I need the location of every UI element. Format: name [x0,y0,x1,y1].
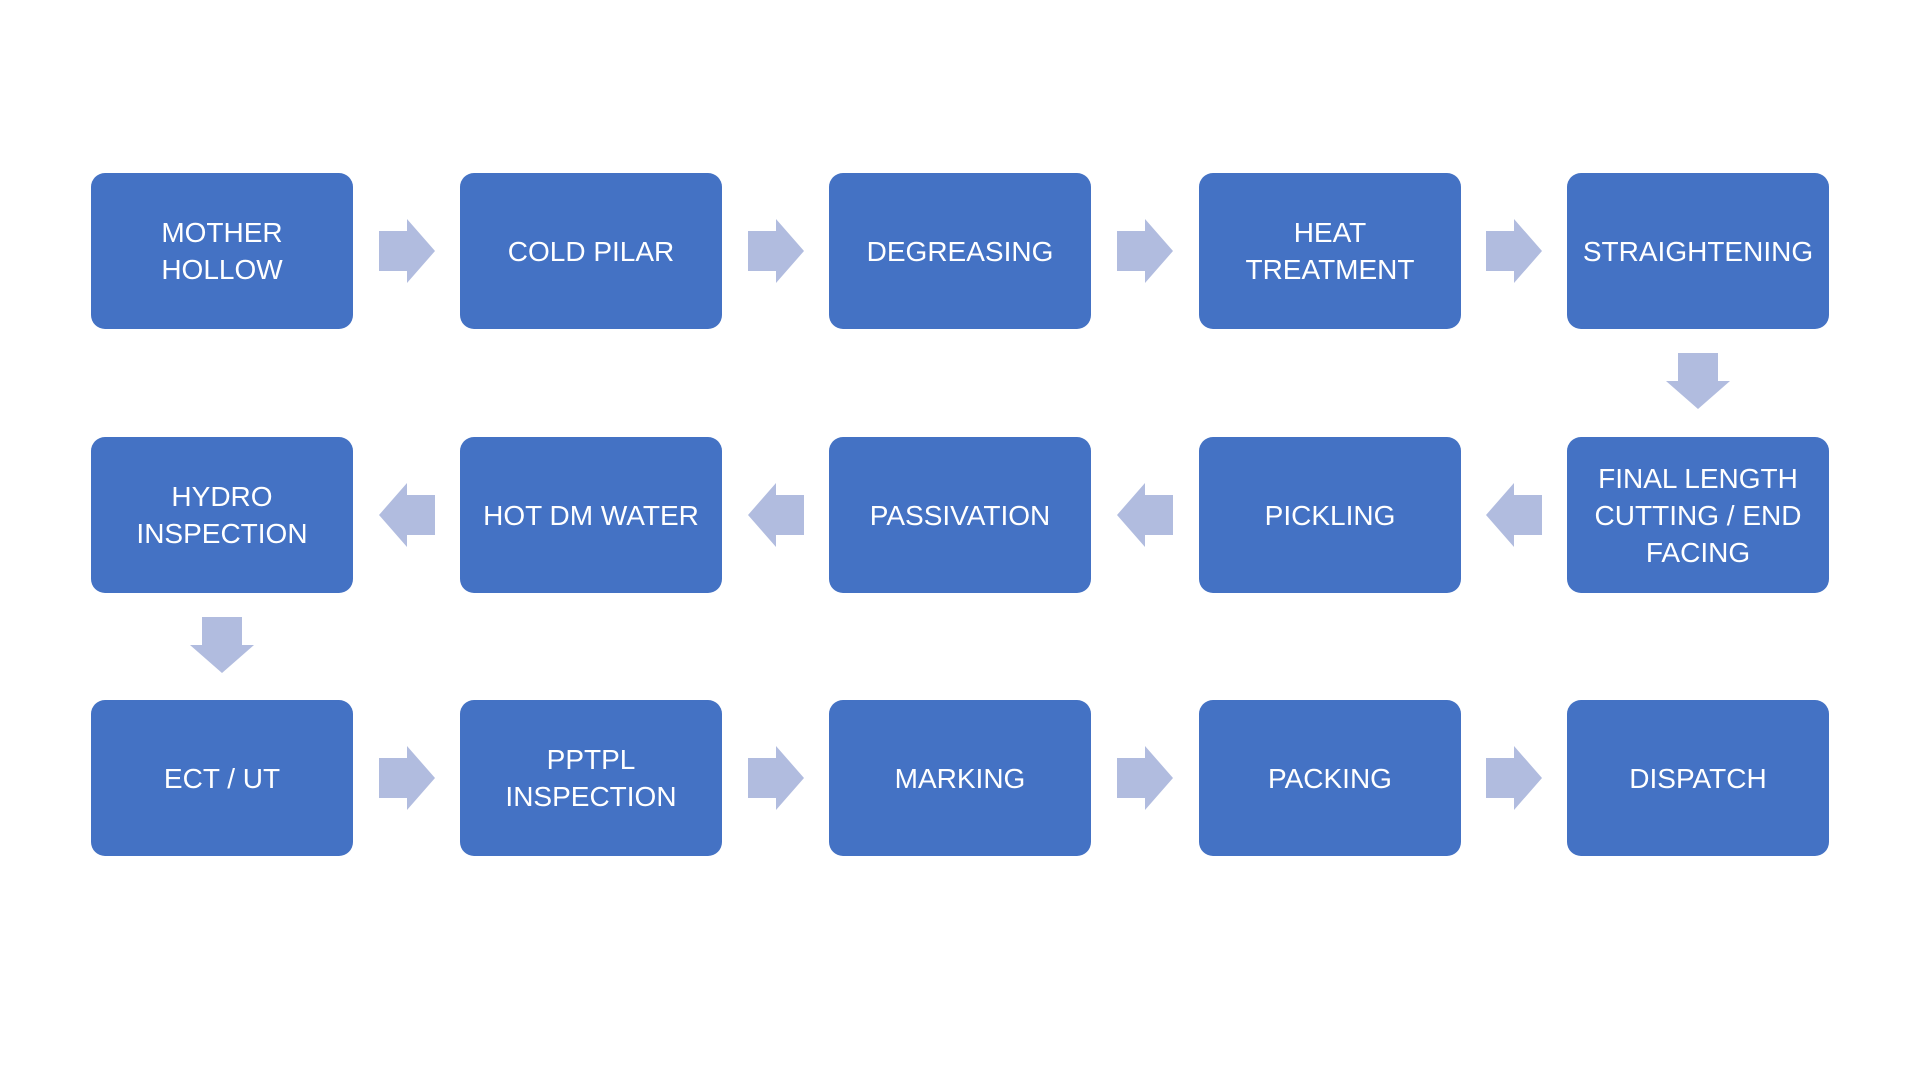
arrow-right-icon [378,746,435,815]
step-hydro-inspection: HYDRO INSPECTION [91,437,353,593]
step-mother-hollow: MOTHER HOLLOW [91,173,353,329]
arrow-right-icon [1486,746,1542,815]
step-pptpl-inspection: PPTPL INSPECTION [460,700,722,856]
step-heat-treatment: HEAT TREATMENT [1199,173,1461,329]
arrow-left-icon [378,483,435,552]
arrow-right-icon [1486,219,1542,288]
arrow-right-icon [747,746,804,815]
step-packing: PACKING [1199,700,1461,856]
arrow-left-icon [1486,483,1542,552]
arrow-down-icon [1666,353,1730,414]
step-degreasing: DEGREASING [829,173,1091,329]
arrow-left-icon [1117,483,1173,552]
step-hot-dm-water: HOT DM WATER [460,437,722,593]
step-passivation: PASSIVATION [829,437,1091,593]
step-final-length-cutting: FINAL LENGTH CUTTING / END FACING [1567,437,1829,593]
step-marking: MARKING [829,700,1091,856]
arrow-right-icon [747,219,804,288]
arrow-down-icon [190,617,254,678]
arrow-right-icon [378,219,435,288]
step-dispatch: DISPATCH [1567,700,1829,856]
step-cold-pilar: COLD PILAR [460,173,722,329]
arrow-right-icon [1117,219,1173,288]
step-straightening: STRAIGHTENING [1567,173,1829,329]
step-ect-ut: ECT / UT [91,700,353,856]
arrow-left-icon [747,483,804,552]
arrow-right-icon [1117,746,1173,815]
step-pickling: PICKLING [1199,437,1461,593]
